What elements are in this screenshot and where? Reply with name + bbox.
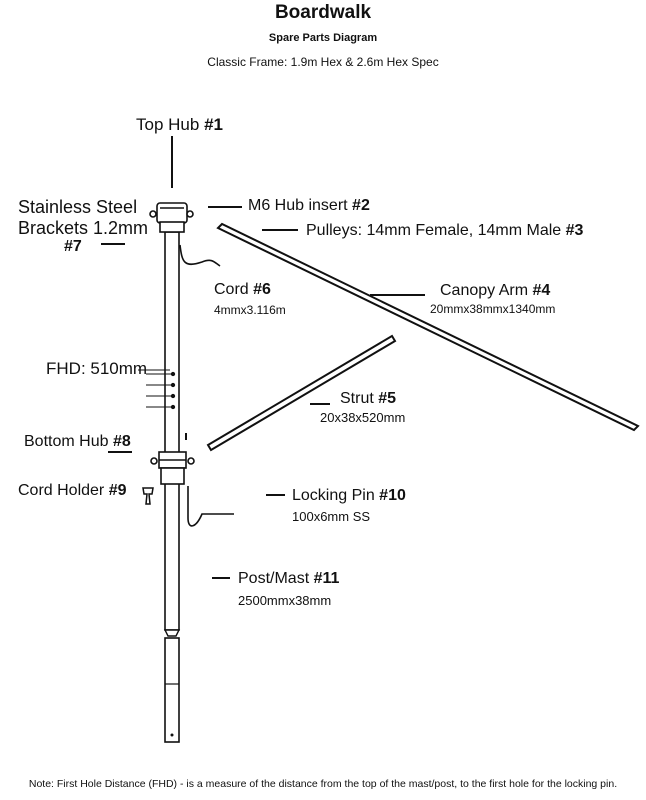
pulleys-label: Pulleys: 14mm Female, 14mm Male #3 [306, 222, 584, 239]
cord-label: Cord #6 [214, 281, 271, 298]
strut-size: 20x38x520mm [320, 410, 405, 425]
cord-size: 4mmx3.116m [214, 303, 286, 317]
bottom-hub-label: Bottom Hub #8 [24, 433, 131, 450]
fhd-ticks [138, 369, 176, 410]
locking-pin-label: Locking Pin #10 [292, 487, 406, 504]
top-hub-drawing [149, 202, 194, 233]
cord-drawing [179, 244, 221, 267]
strut-label: Strut #5 [340, 390, 396, 407]
canopy-arm-drawing [216, 222, 640, 432]
top-hub-label: Top Hub #1 [136, 115, 223, 134]
brackets-label-line1: Stainless Steel [18, 197, 137, 217]
canopy-arm-label: Canopy Arm #4 [440, 282, 550, 299]
cord-holder-drawing [142, 487, 154, 505]
strut-drawing [206, 334, 397, 452]
footnote: Note: First Hole Distance (FHD) - is a m… [28, 778, 618, 790]
locking-pin-size: 100x6mm SS [292, 509, 370, 524]
page-subtitle: Spare Parts Diagram [268, 32, 378, 44]
fhd-label: FHD: 510mm [46, 359, 147, 378]
locking-pin-drawing [187, 486, 234, 527]
post-label: Post/Mast #11 [238, 570, 340, 587]
canopy-arm-size: 20mmx38mmx1340mm [430, 302, 555, 316]
cord-holder-label: Cord Holder #9 [18, 482, 127, 499]
brackets-number: #7 [64, 238, 82, 255]
post-drawing [163, 231, 181, 743]
post-size: 2500mmx38mm [238, 593, 331, 608]
page-title: Boardwalk [274, 2, 372, 23]
brackets-label-line2: Brackets 1.2mm [18, 218, 148, 238]
leader-lines [101, 136, 425, 579]
spec-line: Classic Frame: 1.9m Hex & 2.6m Hex Spec [207, 55, 439, 69]
hub-insert-label: M6 Hub insert #2 [248, 197, 370, 214]
bottom-hub-drawing [150, 433, 195, 485]
